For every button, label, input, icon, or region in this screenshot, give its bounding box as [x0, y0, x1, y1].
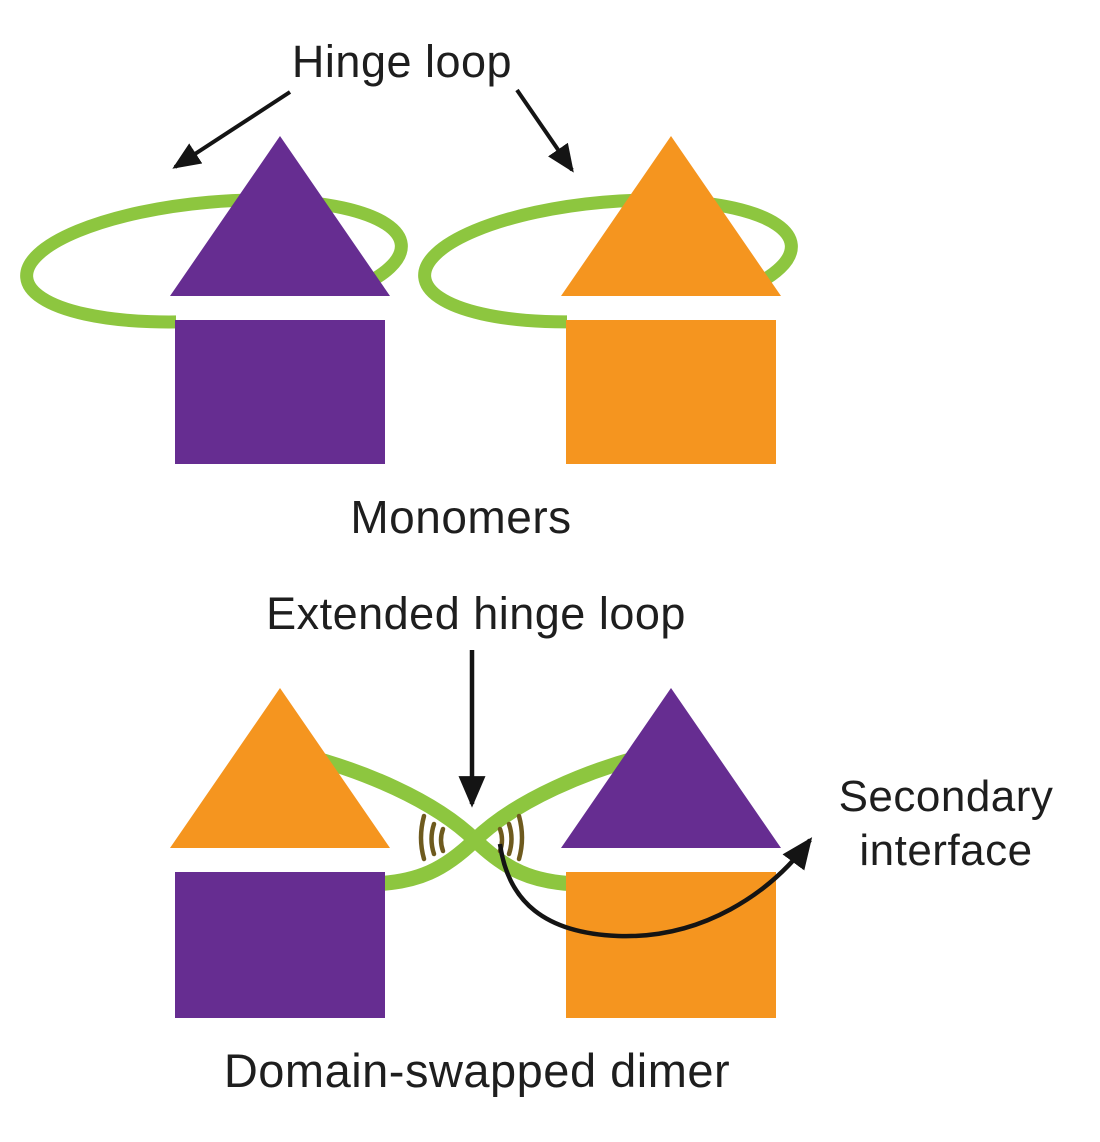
secondary-interface-label-line1: Secondary — [838, 772, 1054, 821]
dimer-right-square — [566, 872, 776, 1018]
gap-band-right-dimer — [567, 846, 775, 873]
dimer-group — [170, 650, 813, 1018]
gap-band-left-dimer — [176, 846, 384, 873]
gap-band-right-monomer — [567, 294, 775, 321]
monomer-left-triangle — [170, 136, 390, 296]
dimer-right-triangle — [561, 688, 781, 848]
extended-hinge-loop-strand-right — [366, 746, 660, 892]
extended-hinge-loop-label: Extended hinge loop — [266, 588, 686, 639]
hinge-loop-arrow-right — [515, 88, 574, 173]
secondary-interface-label-line2: interface — [859, 825, 1033, 875]
monomers-caption: Monomers — [350, 491, 572, 543]
monomer-right-triangle — [561, 136, 781, 296]
monomer-right-square — [566, 320, 776, 464]
domain-swapped-dimer-caption: Domain-swapped dimer — [223, 1044, 731, 1097]
hinge-loop-label: Hinge loop — [291, 36, 513, 87]
monomer-left-square — [175, 320, 385, 464]
secondary-interface-arrow — [497, 837, 813, 939]
gap-band-left-monomer — [176, 294, 384, 321]
dimer-left-square — [175, 872, 385, 1018]
secondary-interface-label: Secondary interface — [839, 770, 1054, 877]
extended-hinge-loop-strand-left — [290, 746, 584, 892]
hinge-loop-arrow-left — [172, 90, 292, 169]
monomers-group — [20, 88, 798, 464]
dimer-left-triangle — [170, 688, 390, 848]
